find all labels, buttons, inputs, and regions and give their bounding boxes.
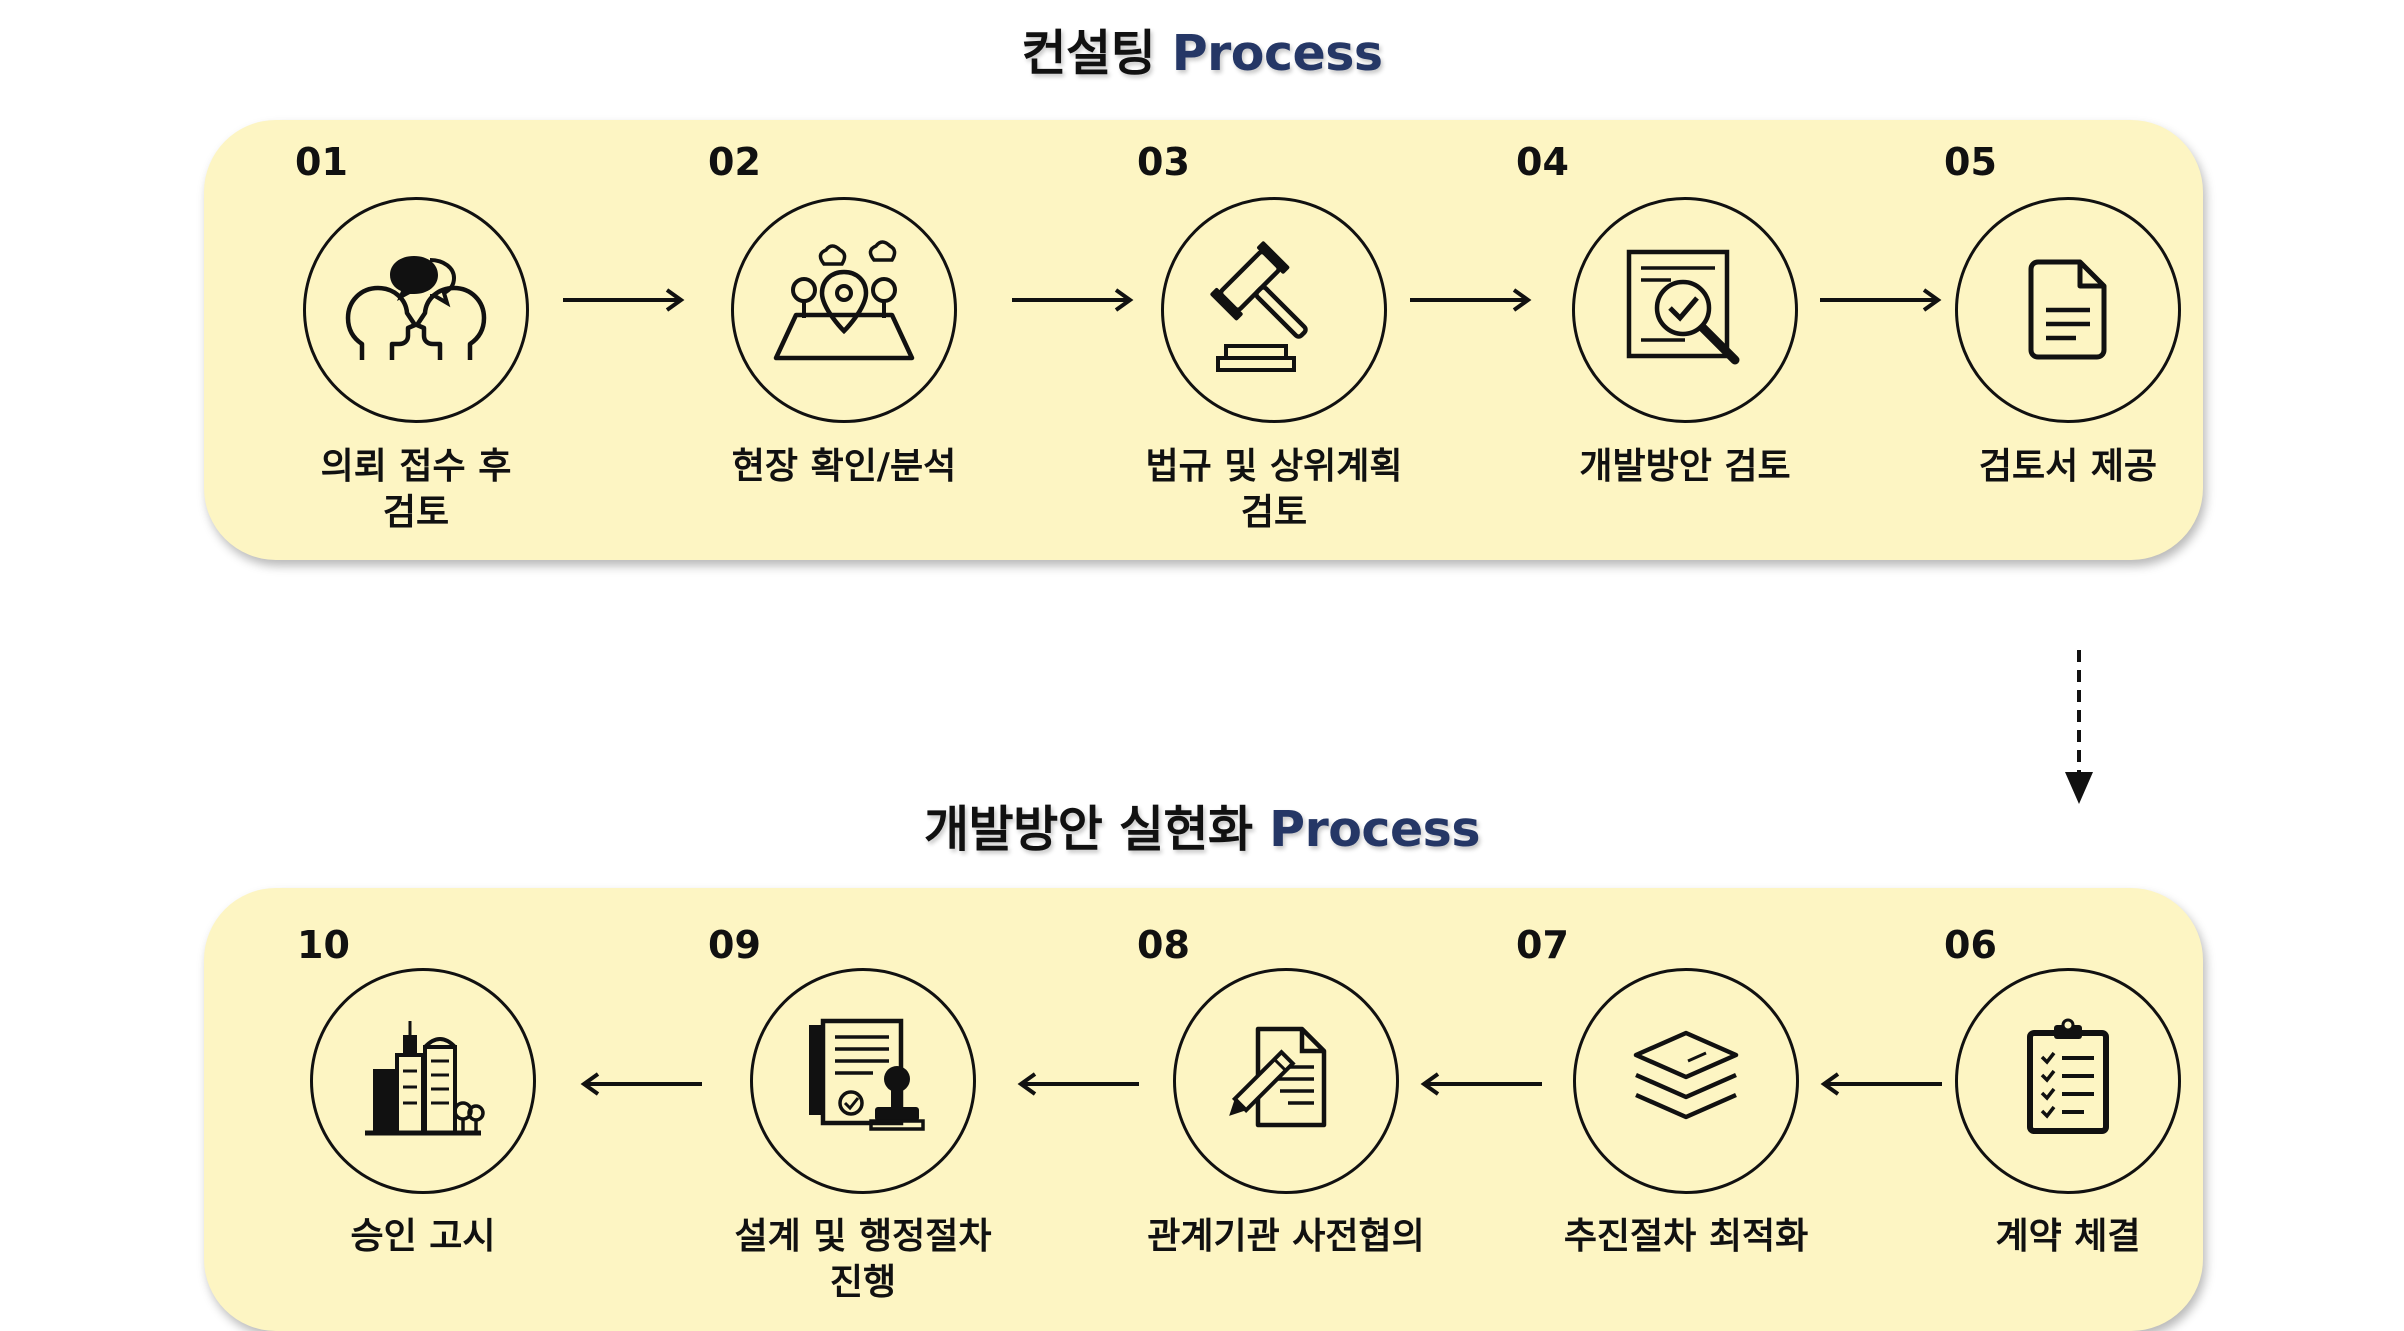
arrow-right-3: [1410, 288, 1532, 312]
consultation-heads-icon: [345, 256, 487, 360]
realization-title-en: Process: [1269, 801, 1481, 858]
step-number-03: 03: [1137, 140, 1190, 184]
step-circle-02: [731, 197, 957, 423]
step-circle-09: [750, 968, 976, 1194]
step-number-10: 10: [297, 923, 350, 967]
step-circle-01: [303, 197, 529, 423]
dashed-arrow-down: [2065, 650, 2093, 804]
arrow-left-2: [1420, 1072, 1542, 1096]
step-number-07: 07: [1516, 923, 1569, 967]
step-label-02: 현장 확인/분석: [731, 446, 957, 487]
step-circle-10: [310, 968, 536, 1194]
arrow-left-4: [580, 1072, 702, 1096]
arrow-right-2: [1012, 288, 1134, 312]
step-circle-06: [1955, 968, 2181, 1194]
step-circle-05: [1955, 197, 2181, 423]
document-stamp-icon: [809, 1018, 925, 1131]
realization-title: 개발방안 실현화 Process: [0, 790, 2404, 861]
city-buildings-icon: [365, 1021, 485, 1136]
step-number-09: 09: [708, 923, 761, 967]
step-number-05: 05: [1944, 140, 1997, 184]
step-number-02: 02: [708, 140, 761, 184]
step-label-07: 추진절차 최적화: [1563, 1216, 1809, 1257]
arrow-right-1: [563, 288, 685, 312]
gavel-icon: [1210, 241, 1308, 372]
arrow-left-1: [1820, 1072, 1942, 1096]
step-label-10: 승인 고시: [350, 1216, 496, 1257]
step-label-06: 계약 체결: [1995, 1216, 2141, 1257]
step-number-01: 01: [295, 140, 348, 184]
step-label-03: 법규 및 상위계획 검토: [1145, 446, 1403, 533]
step-label-05: 검토서 제공: [1978, 446, 2158, 487]
arrow-left-3: [1017, 1072, 1139, 1096]
arrow-right-4: [1820, 288, 1942, 312]
step-label-01: 의뢰 접수 후 검토: [320, 446, 512, 533]
document-magnifier-check-icon: [1626, 249, 1740, 365]
step-number-08: 08: [1137, 923, 1190, 967]
site-map-pin-icon: [773, 240, 915, 361]
step-number-04: 04: [1516, 140, 1569, 184]
step-number-06: 06: [1944, 923, 1997, 967]
document-icon: [2028, 259, 2107, 360]
step-circle-03: [1161, 197, 1387, 423]
step-circle-04: [1572, 197, 1798, 423]
clipboard-checklist-icon: [2027, 1018, 2109, 1134]
consulting-title-ko: 컨설팅: [1021, 25, 1156, 82]
step-circle-07: [1573, 968, 1799, 1194]
consulting-title: 컨설팅 Process: [0, 14, 2404, 85]
step-circle-08: [1173, 968, 1399, 1194]
document-pencil-icon: [1229, 1026, 1327, 1128]
step-label-09: 설계 및 행정절차 진행: [734, 1216, 992, 1303]
realization-title-ko: 개발방안 실현화: [923, 801, 1253, 858]
consulting-title-en: Process: [1171, 25, 1383, 82]
layers-stack-icon: [1633, 1030, 1739, 1120]
step-label-08: 관계기관 사전협의: [1147, 1216, 1425, 1257]
step-label-04: 개발방안 검토: [1579, 446, 1791, 487]
